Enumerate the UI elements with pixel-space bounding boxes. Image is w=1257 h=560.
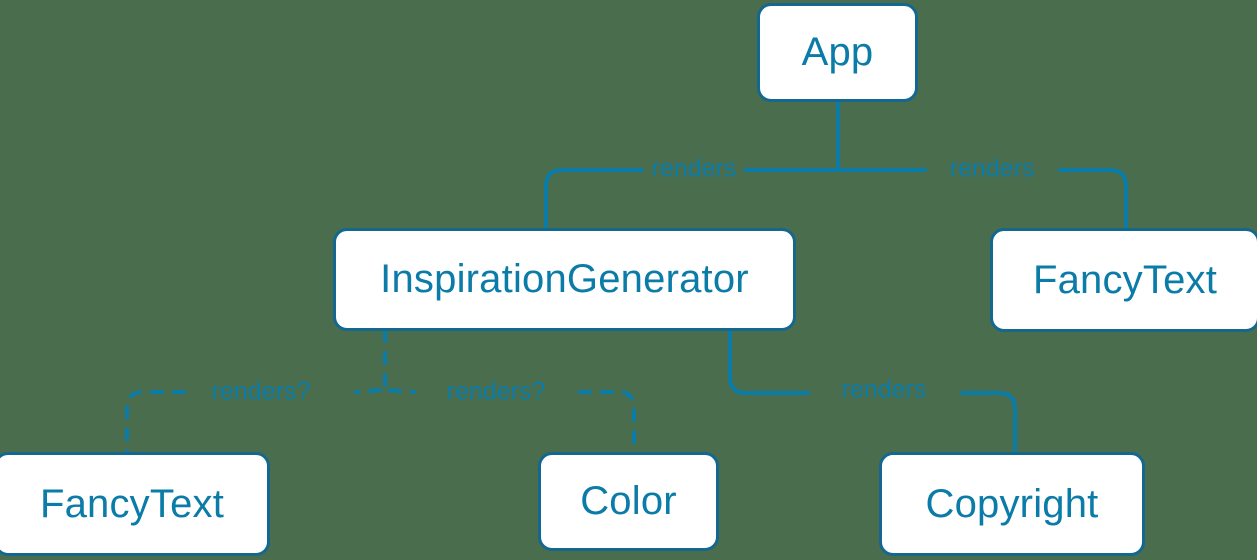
node-inspirationgenerator[interactable]: InspirationGenerator [333, 228, 796, 331]
edge-inspirationgenerator-to-color [388, 388, 416, 394]
edge-app-to-inspirationgenerator-2 [544, 168, 644, 230]
node-fancytext-bottom-label: FancyText [39, 481, 225, 526]
node-fancytext-top[interactable]: FancyText [990, 228, 1257, 332]
edge-inspirationgenerator-to-fancytext-2 [125, 390, 186, 454]
node-copyright-label: Copyright [925, 481, 1099, 526]
edge-inspirationgenerator-to-copyright-2 [960, 391, 1017, 454]
node-app-label: App [801, 30, 874, 74]
node-app[interactable]: App [757, 3, 918, 102]
node-fancytext-bottom[interactable]: FancyText [0, 452, 270, 556]
edge-app-to-fancytext-2 [1058, 168, 1128, 230]
edge-inspirationgenerator-to-copyright [728, 329, 810, 395]
edge-label-inspirationgenerator-to-color: renders? [446, 377, 546, 406]
edge-label-inspirationgenerator-to-fancytext: renders? [211, 377, 311, 406]
edge-inspirationgenerator-to-fancytext [354, 388, 382, 394]
edge-label-app-to-fancytext: renders [949, 154, 1035, 183]
node-color-label: Color [580, 479, 677, 523]
node-inspirationgenerator-label: InspirationGenerator [380, 257, 749, 301]
node-color[interactable]: Color [538, 452, 719, 551]
node-copyright[interactable]: Copyright [879, 452, 1145, 556]
edge-label-inspirationgenerator-to-copyright: renders [841, 375, 927, 404]
node-fancytext-top-label: FancyText [1032, 257, 1218, 302]
edge-inspirationgenerator-to-color-2 [578, 390, 636, 454]
edge-label-app-to-inspirationgenerator: renders [651, 154, 737, 183]
